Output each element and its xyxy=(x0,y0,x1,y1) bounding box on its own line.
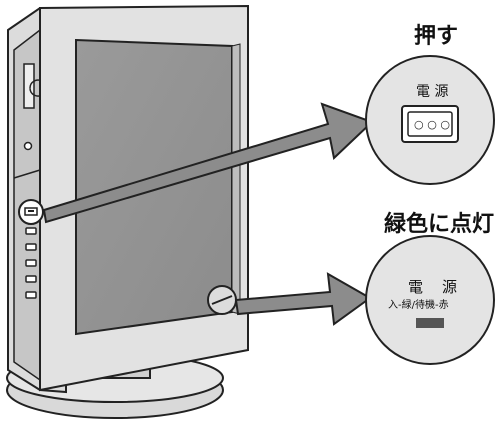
arrow-to-power-button xyxy=(42,102,374,224)
side-power-button-highlight xyxy=(18,199,44,225)
arrow-to-power-led xyxy=(234,272,372,326)
power-led-label: 電 源 xyxy=(408,278,460,296)
power-button-label: 電 源 xyxy=(416,84,449,100)
tv-front-frame xyxy=(39,4,249,392)
power-button-callout xyxy=(365,55,495,185)
power-button-indicators: ○ ○ ○ xyxy=(414,115,450,133)
indicator-1: ○ xyxy=(414,117,424,131)
press-label: 押す xyxy=(414,24,459,49)
tv-side-buttons xyxy=(25,227,37,299)
power-led-sub-label: 入-緑/待機-赤 xyxy=(388,300,449,311)
indicator-2: ○ xyxy=(427,117,437,131)
front-led-highlight xyxy=(207,285,237,315)
green-lit-label: 緑色に点灯 xyxy=(384,212,495,237)
power-led-callout xyxy=(365,235,495,365)
indicator-3: ○ xyxy=(440,117,450,131)
